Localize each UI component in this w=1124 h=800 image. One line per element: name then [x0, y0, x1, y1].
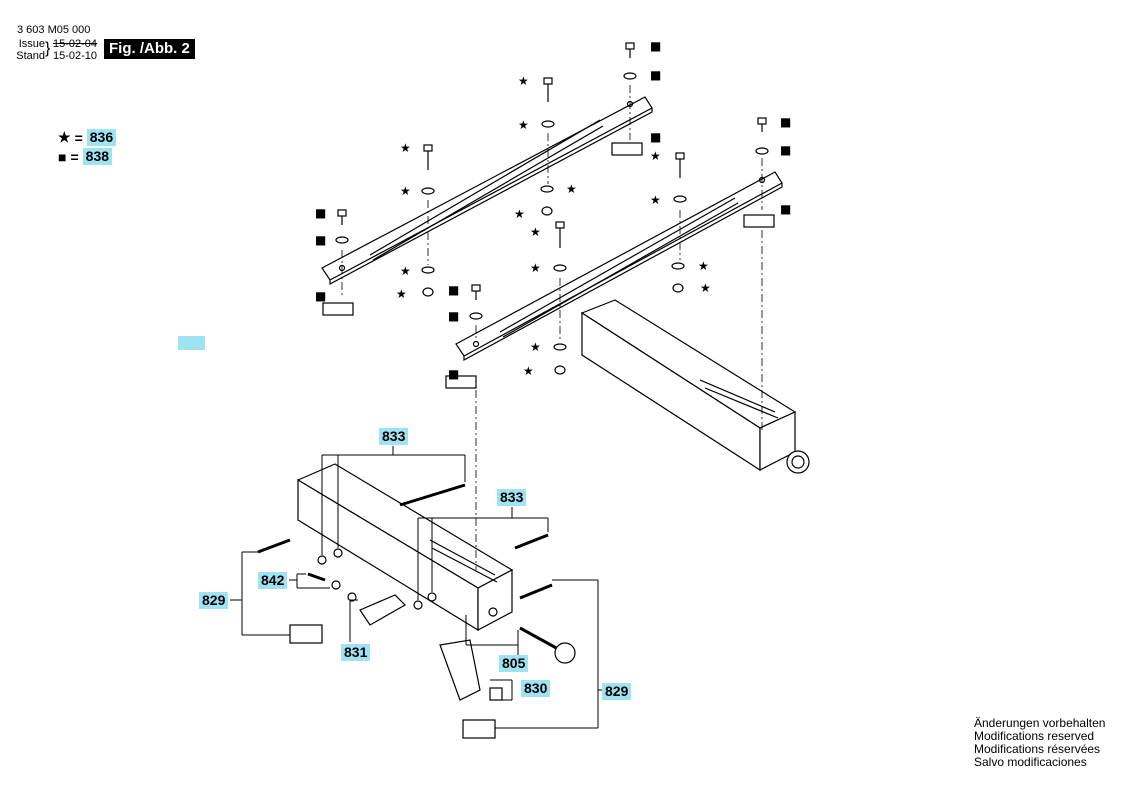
svg-text:★: ★: [530, 225, 541, 239]
legend-square: ■ = 838: [58, 148, 113, 165]
figure-label: Fig. /Abb. 2: [104, 39, 195, 59]
callout-805: 805: [499, 655, 529, 672]
color-marker: [178, 336, 205, 350]
lever: [439, 639, 481, 701]
svg-text:■: ■: [650, 68, 661, 82]
svg-text:★: ★: [396, 287, 407, 301]
svg-text:■: ■: [448, 309, 459, 323]
lever: [359, 594, 406, 626]
extension-housing-lower: [296, 463, 514, 632]
svg-text:★: ★: [514, 207, 525, 221]
legend-star: ★ = 836: [58, 129, 117, 146]
callout-829-left: 829: [199, 592, 229, 609]
extension-housing-right: [580, 299, 810, 474]
callout-842: 842: [258, 572, 288, 589]
legend-code-838: 838: [82, 148, 113, 165]
brace-symbol: }: [45, 40, 51, 57]
svg-text:■: ■: [448, 283, 459, 297]
legend-code-836: 836: [86, 129, 117, 146]
note-de: Änderungen vorbehalten: [974, 716, 1106, 730]
svg-text:★: ★: [400, 184, 411, 198]
guide-rod: [257, 538, 291, 554]
svg-text:■: ■: [315, 206, 326, 220]
svg-text:■: ■: [315, 289, 326, 303]
clamp-bracket: [289, 624, 323, 644]
svg-text:■: ■: [780, 143, 791, 157]
callout-833-left: 833: [379, 428, 409, 445]
document-number: 3 603 M05 000: [17, 24, 91, 36]
legend-eq: =: [74, 129, 83, 146]
guide-rod: [399, 483, 466, 507]
knob: [554, 642, 576, 664]
svg-text:★: ★: [650, 193, 661, 207]
center-lines: [341, 85, 763, 570]
svg-text:★: ★: [518, 74, 529, 88]
note-es: Salvo modificaciones: [974, 755, 1087, 769]
callout-830: 830: [521, 680, 551, 697]
svg-text:■: ■: [780, 115, 791, 129]
svg-text:★: ★: [400, 141, 411, 155]
svg-text:★: ★: [700, 281, 711, 295]
star-icon: ★: [58, 129, 71, 145]
stand-label: Stand: [16, 50, 45, 62]
slide-clip: [743, 214, 775, 228]
note-fr: Modifications réservées: [974, 742, 1101, 756]
svg-text:★: ★: [518, 118, 529, 132]
svg-text:■: ■: [650, 130, 661, 144]
part-marks: ■ ■ ★ ★ ■ ★ ★ ★ ★ ■ ■ ■ ★ ★ ■ ■ ★ ★ ■ ★ …: [315, 39, 791, 381]
slide-clip: [322, 302, 354, 316]
svg-text:■: ■: [315, 233, 326, 247]
svg-text:★: ★: [650, 149, 661, 163]
callout-831: 831: [341, 644, 371, 661]
support-rail-left: [321, 96, 653, 286]
support-rail-right: [455, 171, 783, 362]
svg-text:★: ★: [698, 259, 709, 273]
svg-text:■: ■: [650, 39, 661, 53]
leader-lines: [230, 446, 605, 729]
note-en: Modifications reserved: [974, 729, 1095, 743]
guide-rod: [514, 533, 549, 550]
svg-text:★: ★: [530, 261, 541, 275]
svg-text:★: ★: [523, 364, 534, 378]
slide-clip: [445, 375, 477, 389]
modification-notes: Änderungen vorbehalten Modifications res…: [974, 717, 1105, 769]
stand-date: 15-02-10: [53, 50, 98, 62]
issue-label: Issue: [18, 38, 45, 50]
issue-date: 15-02-04: [53, 38, 98, 50]
callout-829-right: 829: [602, 683, 632, 700]
sliding-block: [489, 687, 503, 701]
legend-eq: =: [70, 148, 79, 165]
slide-clip: [611, 142, 643, 156]
svg-text:■: ■: [780, 202, 791, 216]
svg-text:★: ★: [400, 264, 411, 278]
svg-text:★: ★: [566, 182, 577, 196]
svg-text:★: ★: [530, 340, 541, 354]
callout-833-right: 833: [497, 489, 527, 506]
hardware-screws: [307, 42, 769, 610]
square-icon: ■: [58, 148, 67, 165]
svg-text:■: ■: [448, 367, 459, 381]
guide-rod: [519, 583, 553, 600]
clamp-bracket: [462, 719, 496, 739]
